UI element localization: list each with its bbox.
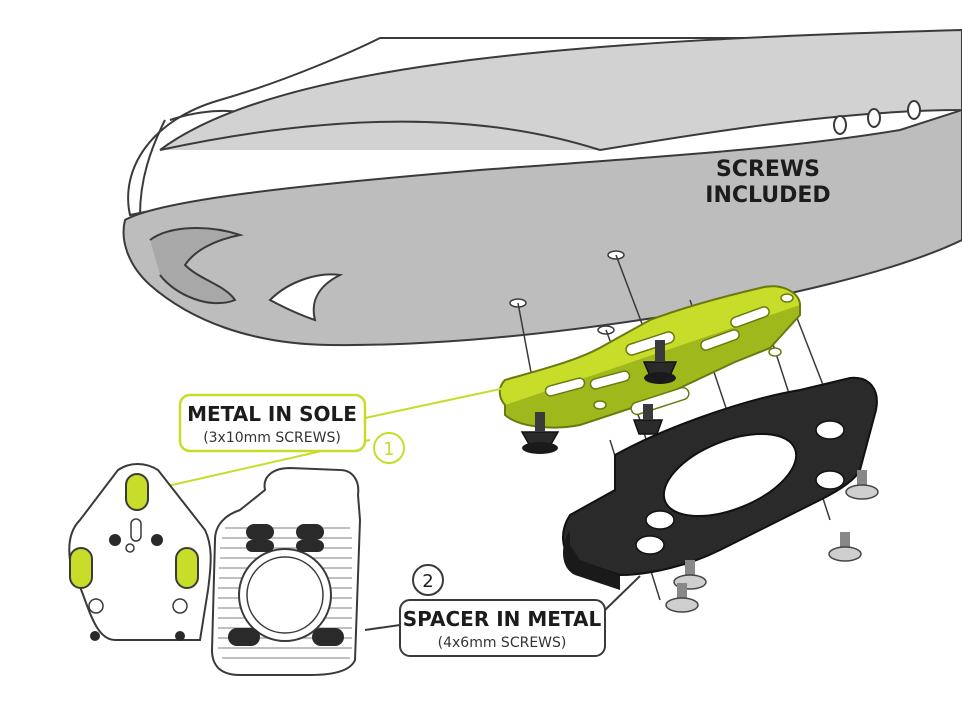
screws-included-label-line2: INCLUDED [705, 183, 830, 208]
metal-in-sole-number: 1 [383, 439, 394, 460]
metal-in-sole-title: METAL IN SOLE [187, 402, 357, 426]
screw-icon [665, 583, 699, 613]
metal-spacer [562, 376, 878, 590]
shoe-illustration [122, 28, 962, 347]
spacer-subtitle: (4x6mm SCREWS) [438, 635, 567, 651]
screw-icon [845, 470, 879, 500]
spacer-callout: SPACER IN METAL (4x6mm SCREWS) 2 [399, 564, 606, 657]
cleat-top-view [68, 463, 212, 641]
screw-icon [632, 404, 664, 435]
metal-in-sole-leader [364, 387, 506, 419]
spacer-number: 2 [422, 571, 433, 592]
screw-icon [642, 340, 678, 384]
spacer-leader-right [604, 575, 641, 611]
screws-included-label-line1: SCREWS [716, 157, 820, 182]
shoe-sole [122, 108, 962, 347]
metal-in-sole-callout: METAL IN SOLE (3x10mm SCREWS) 1 [178, 393, 405, 464]
screw-icon [520, 412, 560, 454]
spacer-screws [665, 470, 879, 613]
spacer-top-view [210, 466, 362, 676]
sole-screws [520, 340, 678, 454]
screw-icon [828, 532, 862, 562]
metal-in-sole-subtitle: (3x10mm SCREWS) [203, 430, 341, 446]
spacer-title: SPACER IN METAL [403, 607, 602, 631]
spacer-leader [364, 624, 401, 631]
